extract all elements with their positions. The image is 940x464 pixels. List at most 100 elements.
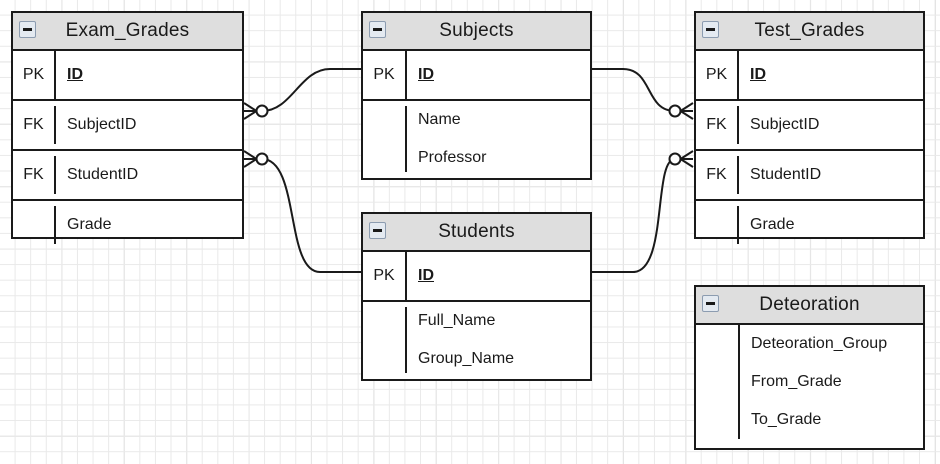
relationship-students-to-exam-studentid[interactable]	[243, 150, 361, 273]
field-name: SubjectID	[750, 116, 820, 133]
entity-header-exam_grades[interactable]: Exam_Grades	[13, 13, 242, 51]
field-row[interactable]: To_Grade	[696, 401, 923, 439]
field-name: ID	[418, 66, 434, 83]
key-column-divider	[737, 106, 739, 144]
entity-title: Students	[438, 221, 515, 242]
field-key: FK	[706, 166, 727, 183]
key-column-divider	[54, 106, 56, 144]
entity-header-students[interactable]: Students	[363, 214, 590, 252]
crows-foot-many	[243, 150, 258, 168]
field-row[interactable]: FK StudentID	[696, 151, 923, 199]
relationship-subjects-to-exam-subjectid[interactable]	[243, 68, 361, 120]
field-name: StudentID	[67, 166, 139, 183]
field-key: FK	[23, 166, 44, 183]
entity-header-subjects[interactable]: Subjects	[363, 13, 590, 51]
entity-section: Grade	[696, 199, 923, 249]
field-name: Professor	[418, 149, 487, 166]
entity-section: FK SubjectID	[696, 99, 923, 149]
field-row[interactable]: Grade	[696, 201, 923, 249]
zero-cardinality-circle	[668, 104, 682, 118]
field-row[interactable]: FK StudentID	[13, 151, 242, 199]
field-name: ID	[67, 66, 83, 83]
field-name: ID	[750, 66, 766, 83]
key-column-divider	[405, 106, 407, 172]
relationship-line	[261, 158, 361, 273]
crows-foot-many	[679, 150, 694, 168]
relationship-students-to-test-studentid[interactable]	[592, 150, 694, 273]
entity-title: Exam_Grades	[65, 20, 190, 41]
key-column-divider	[405, 252, 407, 300]
key-column-divider	[54, 156, 56, 194]
field-name: From_Grade	[751, 373, 842, 390]
relationship-line	[261, 68, 361, 112]
field-row[interactable]: PK ID	[363, 51, 590, 99]
entity-section: FK StudentID	[696, 149, 923, 199]
relationship-subjects-to-test-subjectid[interactable]	[592, 68, 694, 120]
field-row[interactable]: Name	[363, 101, 590, 139]
field-row[interactable]: FK SubjectID	[696, 101, 923, 149]
field-row[interactable]: PK ID	[696, 51, 923, 99]
key-column-divider	[738, 325, 740, 439]
minus-box-icon[interactable]	[19, 21, 36, 38]
field-row[interactable]: Group_Name	[363, 340, 590, 378]
field-name: Deteoration_Group	[751, 335, 888, 352]
field-name: Grade	[750, 216, 795, 233]
field-name: SubjectID	[67, 116, 137, 133]
field-key: PK	[373, 267, 395, 284]
field-name: ID	[418, 267, 434, 284]
field-row[interactable]: Deteoration_Group	[696, 325, 923, 363]
field-key: FK	[706, 116, 727, 133]
minus-box-icon[interactable]	[369, 21, 386, 38]
relationship-line	[592, 68, 676, 112]
field-name: Full_Name	[418, 312, 496, 329]
crows-foot-many	[243, 102, 258, 120]
field-key: PK	[373, 66, 395, 83]
field-name: StudentID	[750, 166, 822, 183]
entity-title: Deteoration	[759, 294, 860, 315]
key-column-divider	[54, 51, 56, 99]
field-name: Grade	[67, 216, 112, 233]
minus-box-icon[interactable]	[702, 295, 719, 312]
field-row[interactable]: Professor	[363, 139, 590, 177]
minus-box-icon[interactable]	[702, 21, 719, 38]
zero-cardinality-circle	[255, 152, 269, 166]
field-row[interactable]: From_Grade	[696, 363, 923, 401]
key-column-divider	[405, 51, 407, 99]
zero-cardinality-circle	[255, 104, 269, 118]
key-column-divider	[54, 206, 56, 244]
entity-section: PK ID	[696, 51, 923, 99]
field-row[interactable]: PK ID	[13, 51, 242, 99]
entity-title: Subjects	[439, 20, 514, 41]
entity-section: PK ID	[363, 51, 590, 99]
key-column-divider	[737, 156, 739, 194]
entity-header-deteoration[interactable]: Deteoration	[696, 287, 923, 325]
field-key: PK	[705, 66, 728, 83]
entity-section: Grade	[13, 199, 242, 249]
entity-header-test_grades[interactable]: Test_Grades	[696, 13, 923, 51]
entity-section: FK StudentID	[13, 149, 242, 199]
entity-title: Test_Grades	[754, 20, 865, 41]
minus-box-icon[interactable]	[369, 222, 386, 239]
field-row[interactable]: PK ID	[363, 252, 590, 300]
zero-cardinality-circle	[668, 152, 682, 166]
relationship-line	[592, 158, 676, 273]
field-row[interactable]: Full_Name	[363, 302, 590, 340]
key-column-divider	[737, 206, 739, 244]
entity-section: PK ID	[363, 252, 590, 300]
crows-foot-many	[679, 102, 694, 120]
key-column-divider	[405, 307, 407, 373]
entity-section: PK ID	[13, 51, 242, 99]
field-row[interactable]: Grade	[13, 201, 242, 249]
field-key: PK	[22, 66, 45, 83]
